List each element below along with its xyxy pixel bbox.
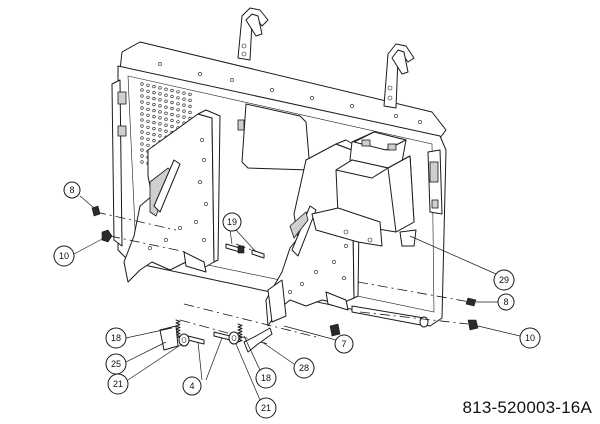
- svg-text:4: 4: [189, 381, 194, 391]
- callout-10-right: 10: [519, 327, 541, 349]
- svg-text:29: 29: [499, 275, 509, 285]
- callout-28: 28: [293, 357, 315, 379]
- left-bracket-plate: [123, 109, 221, 283]
- svg-text:21: 21: [113, 379, 123, 389]
- callouts: 8 10 19 29 8 10: [53, 181, 541, 419]
- svg-text:28: 28: [299, 363, 309, 373]
- svg-text:25: 25: [111, 359, 121, 369]
- svg-text:18: 18: [261, 373, 271, 383]
- callout-4: 4: [182, 376, 202, 396]
- svg-text:10: 10: [59, 251, 69, 261]
- svg-text:10: 10: [525, 333, 535, 343]
- drawing-number: 813-520003-16A: [462, 398, 592, 417]
- callout-8-right: 8: [497, 293, 515, 311]
- callout-21-left: 21: [107, 373, 129, 395]
- callout-8-left: 8: [63, 181, 81, 199]
- svg-text:18: 18: [111, 333, 121, 343]
- battery-box: [311, 131, 417, 247]
- svg-text:8: 8: [69, 185, 74, 195]
- callout-19: 19: [222, 212, 242, 232]
- callout-7: 7: [334, 334, 354, 354]
- callout-18-right: 18: [255, 367, 277, 389]
- callout-18-left: 18: [105, 327, 127, 349]
- svg-text:8: 8: [503, 297, 508, 307]
- callout-21-right: 21: [255, 397, 277, 419]
- top-hook-left: [237, 7, 269, 61]
- svg-text:7: 7: [341, 339, 346, 349]
- callout-10-left: 10: [53, 245, 75, 267]
- svg-text:19: 19: [227, 217, 237, 227]
- top-hook-right: [383, 43, 415, 109]
- callout-25: 25: [105, 353, 127, 375]
- callout-29: 29: [493, 269, 515, 291]
- svg-text:21: 21: [261, 403, 271, 413]
